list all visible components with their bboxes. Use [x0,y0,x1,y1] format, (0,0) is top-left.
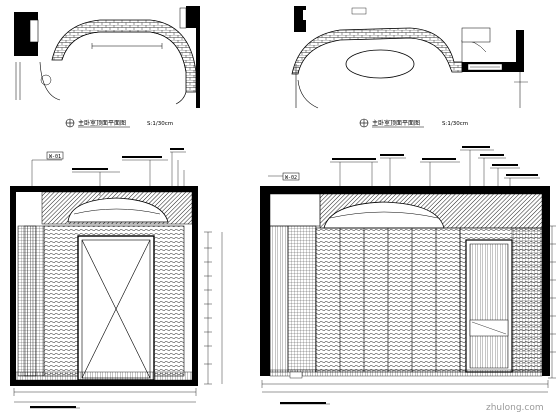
elevation-right: W-02 [260,146,556,405]
elevation-frame-right [542,186,550,376]
plan-scale: S:1/30cm [147,121,173,127]
arch-cove [67,197,169,223]
elevation-frame-top [260,186,550,194]
wall-column [269,225,289,373]
plan-left-title: 主卧室顶面平面图 S:1/30cm [65,118,173,128]
plan-scale: S:1/30cm [442,121,468,127]
dimension-bottom [13,388,197,409]
watermark: zhulong.com [486,403,544,413]
plan-right-title: 主卧室顶面平面图 S:1/30cm [359,118,468,128]
dimension-bottom [261,380,549,405]
plan-title: 主卧室顶面平面图 [78,119,126,127]
plan-title: 主卧室顶面平面图 [372,119,420,127]
elevation-tag: W-02 [285,175,297,181]
light-fixture-symbol [40,74,52,86]
wall-line [196,28,200,108]
elevation-tag: W-01 [49,154,61,160]
plan-left: 主卧室顶面平面图 S:1/30cm [14,6,200,128]
annotation-leaders [268,149,540,194]
elevation-left: W-01 [10,148,223,409]
elevation-frame-left [260,186,270,376]
ceiling-oval [345,49,415,79]
plan-right: 主卧室顶面平面图 S:1/30cm [291,6,528,128]
door [77,235,155,381]
wall-opening [29,19,39,43]
door-swing [461,39,487,62]
dimension-chain [204,231,223,385]
arch-cove [323,201,445,229]
ceiling-arch-band [51,19,197,93]
annotation-leaders [31,151,186,196]
dimension-chain [548,225,556,379]
wall-block [186,6,200,28]
ceiling-arch-band [291,27,463,75]
